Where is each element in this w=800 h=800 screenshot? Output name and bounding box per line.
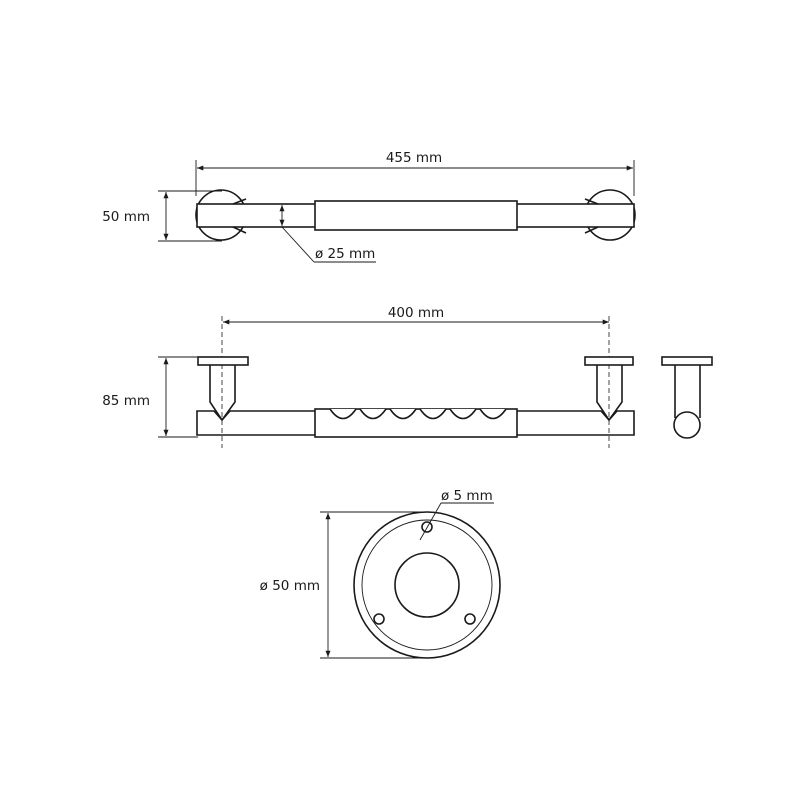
side-tube-section bbox=[673, 411, 701, 439]
flange-center-hole bbox=[394, 552, 460, 618]
flange-diameter-label: ø 50 mm bbox=[260, 578, 320, 594]
front-width-dimension-label: 400 mm bbox=[388, 305, 444, 321]
screw-hole-right bbox=[464, 613, 476, 625]
screw-hole-left bbox=[373, 613, 385, 625]
flange-outer bbox=[353, 511, 501, 659]
width-dimension-label: 455 mm bbox=[386, 150, 442, 166]
grip-sleeve-front bbox=[314, 408, 518, 438]
side-wall-plate bbox=[661, 356, 713, 366]
screw-hole-top bbox=[421, 521, 433, 533]
top-view: 455 mm 50 mm ø 25 mm bbox=[102, 150, 636, 263]
flange-view: ø 50 mm ø 5 mm bbox=[260, 488, 501, 659]
front-view: 400 mm 85 mm bbox=[102, 305, 635, 448]
hole-diameter-label: ø 5 mm bbox=[441, 488, 493, 504]
grip-sleeve-top bbox=[314, 200, 518, 231]
height-dimension-label: 85 mm bbox=[102, 393, 150, 409]
side-view bbox=[661, 356, 713, 439]
flange-inner-ring bbox=[361, 519, 493, 651]
depth-dimension-label: 50 mm bbox=[102, 209, 150, 225]
tube-diameter-label: ø 25 mm bbox=[315, 246, 375, 262]
right-wall-plate bbox=[584, 356, 634, 366]
left-wall-plate bbox=[197, 356, 249, 366]
